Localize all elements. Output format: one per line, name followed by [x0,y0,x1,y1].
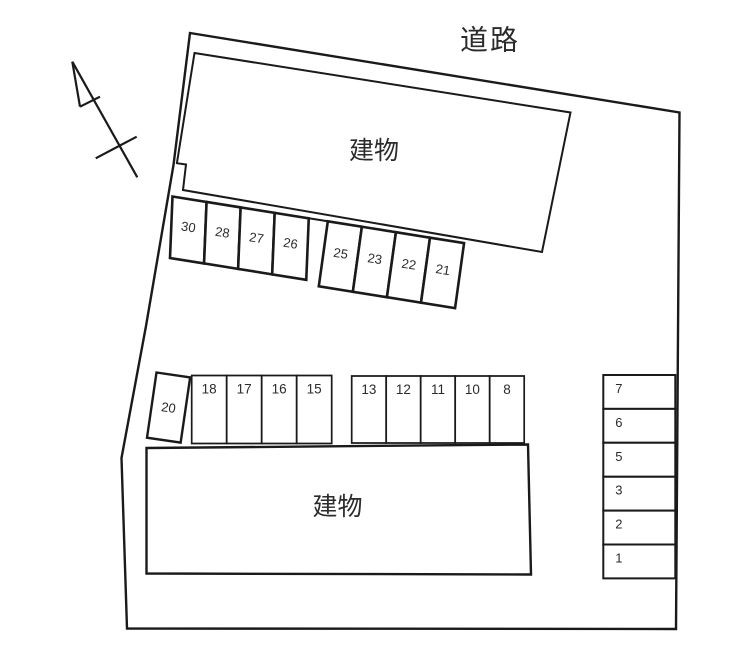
parking-space-outline [295,374,333,445]
parking-space-12: 12 [385,375,422,444]
parking-space-number: 26 [282,235,299,252]
parking-space-27: 27 [236,205,277,276]
parking-space-outline [602,509,677,546]
parking-space-28: 28 [202,200,242,271]
parking-space-number: 27 [248,229,265,246]
parking-space-11: 11 [419,375,457,444]
north-arrow-icon [71,61,139,178]
parking-space-outline [270,211,311,282]
parking-space-13: 13 [350,375,388,444]
parking-space-3: 3 [602,475,677,512]
parking-space-26: 26 [270,211,311,282]
parking-space-20: 20 [145,371,192,444]
parking-space-outline [602,441,677,478]
stall-strip-line [308,217,328,223]
road-label: 道路 [460,25,520,56]
parking-space-30: 30 [168,194,208,265]
parking-space-number: 1 [615,551,622,566]
parking-space-number: 2 [615,517,622,532]
parking-space-16: 16 [260,374,298,445]
parking-space-2: 2 [602,509,677,546]
parking-space-number: 18 [202,382,217,397]
parking-space-number: 17 [237,382,252,397]
parking-space-number: 3 [615,483,622,498]
parking-space-number: 16 [272,382,287,397]
parking-space-1: 1 [602,543,677,580]
parking-space-outline [419,236,466,310]
building-lower-label: 建物 [312,493,362,521]
parking-space-outline [602,374,677,410]
parking-space-15: 15 [295,374,333,445]
parking-space-17: 17 [225,374,263,445]
parking-space-number: 21 [435,261,452,278]
parking-space-5: 5 [602,441,677,478]
parking-space-number: 13 [361,382,376,397]
parking-space-number: 28 [214,224,231,241]
parking-space-number: 22 [401,256,418,273]
parking-space-23: 23 [351,225,398,299]
parking-space-18: 18 [190,374,228,445]
parking-space-8: 8 [488,375,526,444]
parking-space-10: 10 [454,375,491,444]
parking-space-7: 7 [602,374,677,410]
parking-space-outline [602,475,677,512]
parking-space-number: 20 [160,399,176,416]
parking-space-outline [145,371,192,444]
parking-space-number: 10 [465,382,480,397]
parking-space-number: 5 [615,449,622,464]
parking-space-number: 7 [615,381,622,396]
parking-space-outline [602,407,677,444]
parking-space-21: 21 [419,236,466,310]
parking-space-number: 12 [396,382,411,397]
parking-space-number: 15 [307,382,322,397]
building-upper-label: 建物 [349,137,399,165]
parking-space-number: 23 [367,250,384,267]
parking-space-outline [488,375,526,444]
parking-space-number: 30 [180,218,197,235]
parking-space-outline [602,543,677,580]
building-lower [145,443,533,576]
parking-space-number: 11 [431,382,445,397]
parking-space-number: 25 [332,245,349,262]
parking-space-number: 8 [503,382,511,397]
parking-space-number: 6 [615,415,622,430]
site-boundary [120,31,681,631]
building-upper [175,51,572,254]
parking-space-6: 6 [602,407,677,444]
